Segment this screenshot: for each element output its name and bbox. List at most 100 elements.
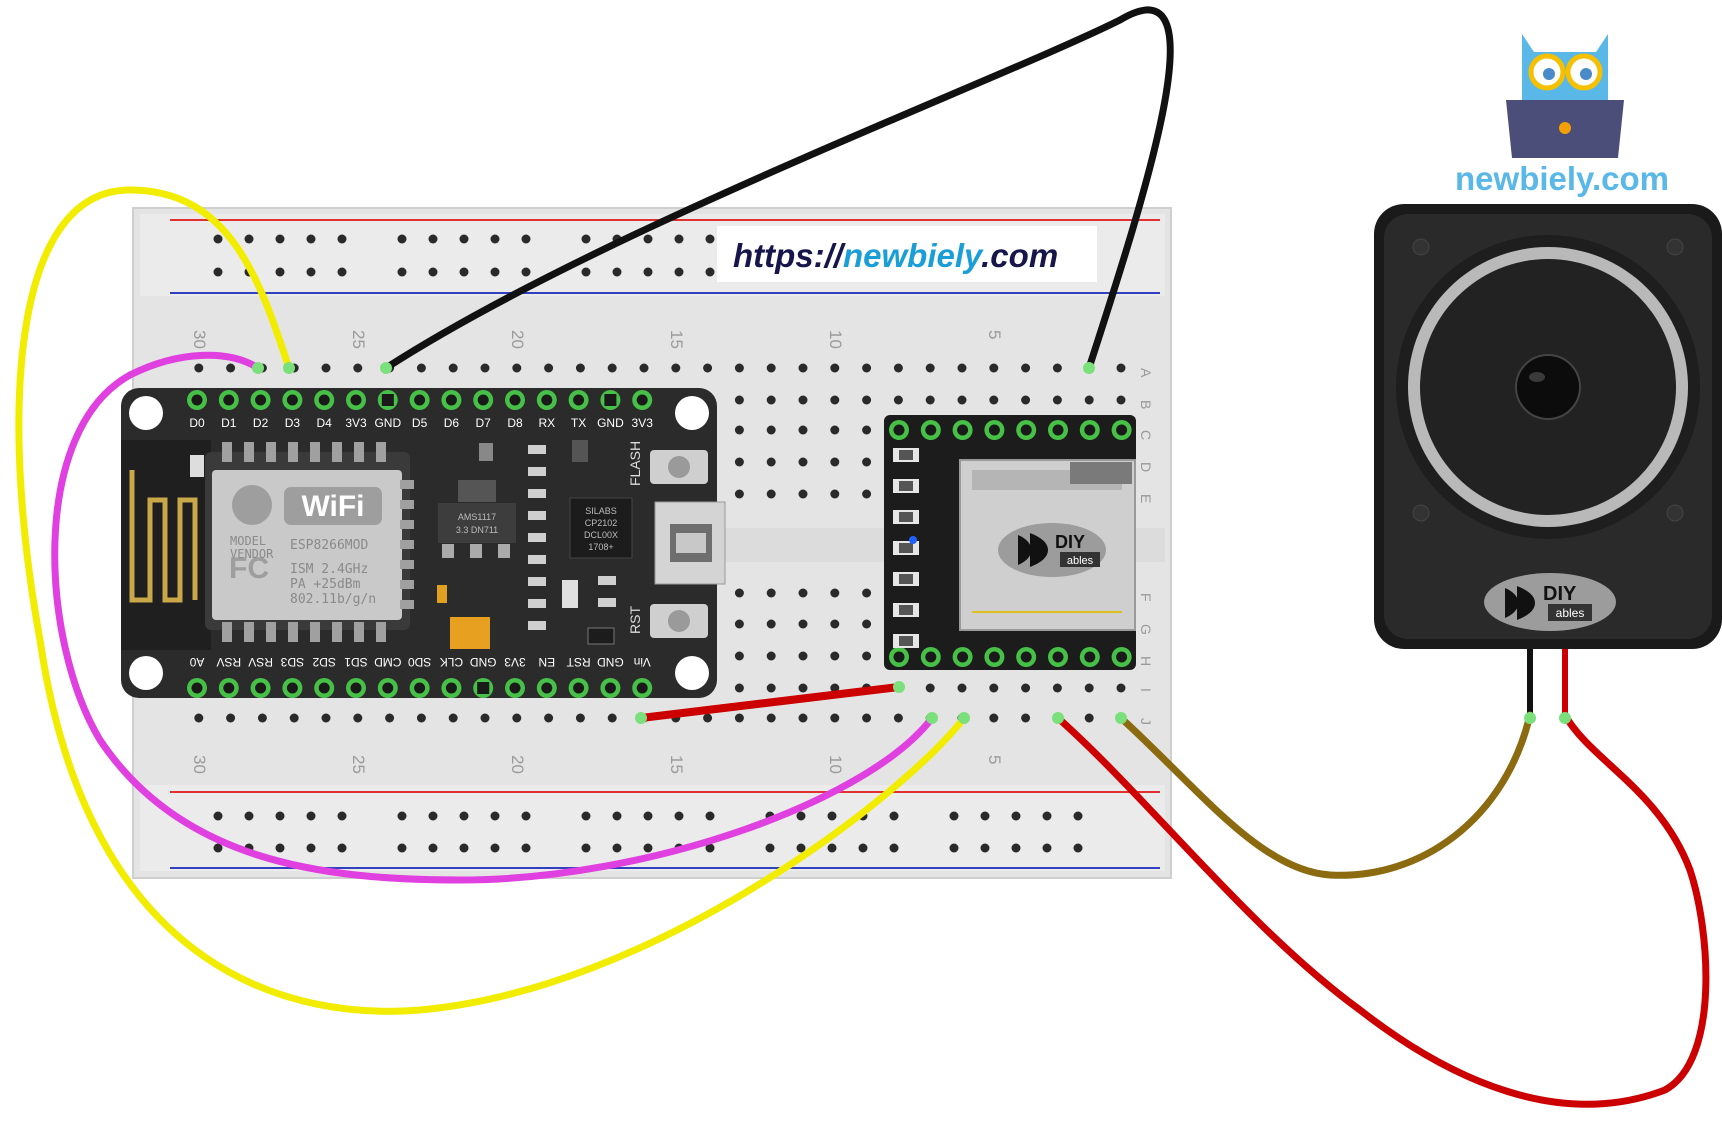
power-rail-hole[interactable]	[337, 267, 347, 277]
breadboard-hole[interactable]	[1084, 683, 1094, 693]
red-wire-power[interactable]	[637, 683, 903, 722]
power-rail-hole[interactable]	[337, 843, 347, 853]
power-rail-hole[interactable]	[612, 843, 622, 853]
breadboard-hole[interactable]	[766, 457, 776, 467]
breadboard-hole[interactable]	[798, 457, 808, 467]
power-rail-hole[interactable]	[490, 234, 500, 244]
breadboard-hole[interactable]	[893, 713, 903, 723]
breadboard-hole[interactable]	[798, 713, 808, 723]
breadboard-hole[interactable]	[416, 713, 426, 723]
power-rail-hole[interactable]	[459, 267, 469, 277]
breadboard-hole[interactable]	[893, 395, 903, 405]
breadboard-hole[interactable]	[830, 489, 840, 499]
breadboard-hole[interactable]	[766, 395, 776, 405]
power-rail-hole[interactable]	[521, 234, 531, 244]
breadboard-hole[interactable]	[703, 363, 713, 373]
breadboard-hole[interactable]	[575, 713, 585, 723]
power-rail-hole[interactable]	[705, 811, 715, 821]
breadboard-hole[interactable]	[766, 588, 776, 598]
breadboard-hole[interactable]	[989, 683, 999, 693]
flash-button[interactable]: FLASH	[627, 441, 708, 486]
breadboard-hole[interactable]	[226, 363, 236, 373]
power-rail-hole[interactable]	[213, 234, 223, 244]
power-rail-hole[interactable]	[306, 267, 316, 277]
power-rail-hole[interactable]	[980, 843, 990, 853]
power-rail-hole[interactable]	[1042, 843, 1052, 853]
power-rail-hole[interactable]	[397, 811, 407, 821]
breadboard-hole[interactable]	[512, 363, 522, 373]
breadboard-hole[interactable]	[734, 651, 744, 661]
breadboard-hole[interactable]	[1052, 395, 1062, 405]
breadboard-hole[interactable]	[798, 588, 808, 598]
breadboard-hole[interactable]	[575, 363, 585, 373]
breadboard-hole[interactable]	[798, 363, 808, 373]
breadboard-hole[interactable]	[1052, 363, 1062, 373]
power-rail-hole[interactable]	[1011, 843, 1021, 853]
power-rail-hole[interactable]	[674, 234, 684, 244]
power-rail-hole[interactable]	[827, 811, 837, 821]
breadboard-hole[interactable]	[862, 619, 872, 629]
power-rail-hole[interactable]	[705, 234, 715, 244]
power-rail-hole[interactable]	[306, 234, 316, 244]
power-rail-hole[interactable]	[244, 234, 254, 244]
power-rail-hole[interactable]	[397, 234, 407, 244]
breadboard-hole[interactable]	[734, 425, 744, 435]
breadboard-hole[interactable]	[957, 395, 967, 405]
power-rail-hole[interactable]	[397, 267, 407, 277]
breadboard-hole[interactable]	[194, 363, 204, 373]
breadboard-hole[interactable]	[1052, 683, 1062, 693]
breadboard-hole[interactable]	[766, 683, 776, 693]
breadboard-hole[interactable]	[480, 363, 490, 373]
url-text[interactable]: https://newbiely.com	[733, 237, 1058, 274]
breadboard-hole[interactable]	[989, 363, 999, 373]
breadboard-hole[interactable]	[766, 713, 776, 723]
breadboard-hole[interactable]	[957, 363, 967, 373]
power-rail-hole[interactable]	[612, 811, 622, 821]
breadboard-hole[interactable]	[862, 713, 872, 723]
breadboard-hole[interactable]	[989, 395, 999, 405]
power-rail-hole[interactable]	[490, 811, 500, 821]
breadboard-hole[interactable]	[798, 395, 808, 405]
power-rail-hole[interactable]	[1011, 811, 1021, 821]
breadboard-hole[interactable]	[257, 713, 267, 723]
breadboard-hole[interactable]	[734, 395, 744, 405]
breadboard-hole[interactable]	[1116, 683, 1126, 693]
breadboard-hole[interactable]	[734, 588, 744, 598]
power-rail-hole[interactable]	[213, 811, 223, 821]
rst-button[interactable]: RST	[627, 604, 708, 638]
power-rail-hole[interactable]	[1073, 811, 1083, 821]
breadboard-hole[interactable]	[734, 489, 744, 499]
power-rail-hole[interactable]	[490, 267, 500, 277]
power-rail-hole[interactable]	[521, 811, 531, 821]
breadboard-hole[interactable]	[798, 489, 808, 499]
power-rail-hole[interactable]	[306, 843, 316, 853]
breadboard-hole[interactable]	[830, 683, 840, 693]
power-rail-hole[interactable]	[949, 811, 959, 821]
power-rail-hole[interactable]	[428, 843, 438, 853]
breadboard-hole[interactable]	[830, 395, 840, 405]
power-rail-hole[interactable]	[643, 267, 653, 277]
power-rail-hole[interactable]	[521, 267, 531, 277]
breadboard-hole[interactable]	[607, 363, 617, 373]
power-rail-hole[interactable]	[306, 811, 316, 821]
breadboard-hole[interactable]	[226, 713, 236, 723]
power-rail-hole[interactable]	[1042, 811, 1052, 821]
power-rail-hole[interactable]	[275, 267, 285, 277]
power-rail-hole[interactable]	[581, 267, 591, 277]
power-rail-hole[interactable]	[889, 811, 899, 821]
breadboard-hole[interactable]	[544, 713, 554, 723]
breadboard-hole[interactable]	[1084, 713, 1094, 723]
breadboard-hole[interactable]	[830, 425, 840, 435]
power-rail-hole[interactable]	[612, 267, 622, 277]
breadboard-hole[interactable]	[416, 363, 426, 373]
power-rail-hole[interactable]	[949, 843, 959, 853]
power-rail-hole[interactable]	[889, 843, 899, 853]
breadboard-hole[interactable]	[798, 619, 808, 629]
breadboard-hole[interactable]	[734, 363, 744, 373]
breadboard-hole[interactable]	[1021, 363, 1031, 373]
breadboard-hole[interactable]	[639, 363, 649, 373]
breadboard-hole[interactable]	[862, 651, 872, 661]
power-rail-hole[interactable]	[643, 234, 653, 244]
breadboard-hole[interactable]	[766, 363, 776, 373]
power-rail-hole[interactable]	[827, 843, 837, 853]
